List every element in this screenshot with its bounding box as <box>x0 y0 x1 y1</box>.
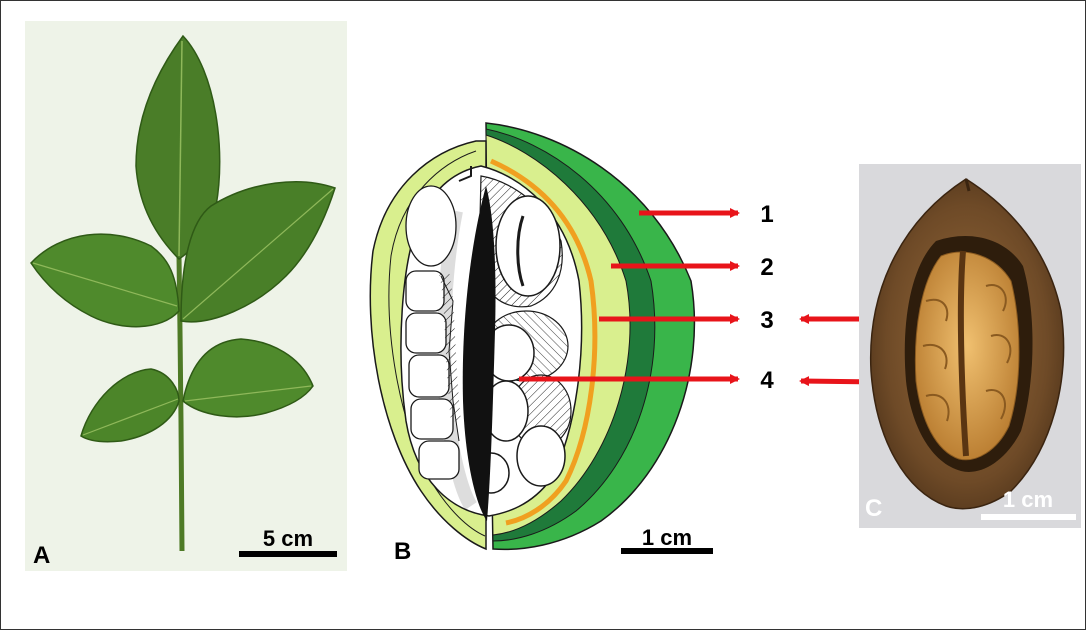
callout-2: 2 <box>760 254 773 281</box>
panel-letter-c: C <box>865 495 882 522</box>
callout-4: 4 <box>760 367 774 394</box>
kernel-lobe-bottom <box>517 426 565 486</box>
panel-a: 5 cm A <box>25 21 347 571</box>
callout-1: 1 <box>760 201 773 228</box>
panel-letter-a: A <box>33 542 50 569</box>
kernel-lobe-top <box>496 196 560 296</box>
scale-label-b: 1 cm <box>642 525 692 550</box>
scale-label-a: 5 cm <box>263 526 313 551</box>
callout-3: 3 <box>760 307 773 334</box>
scale-bar-a <box>239 551 337 557</box>
kernel-left-lobes <box>406 186 459 479</box>
scale-label-c: 1 cm <box>1003 487 1053 512</box>
panel-c: 1 cm C <box>859 164 1081 528</box>
scale-bar-c <box>981 514 1076 520</box>
panel-letter-b: B <box>394 538 411 565</box>
fruit-section-drawing <box>370 123 694 549</box>
